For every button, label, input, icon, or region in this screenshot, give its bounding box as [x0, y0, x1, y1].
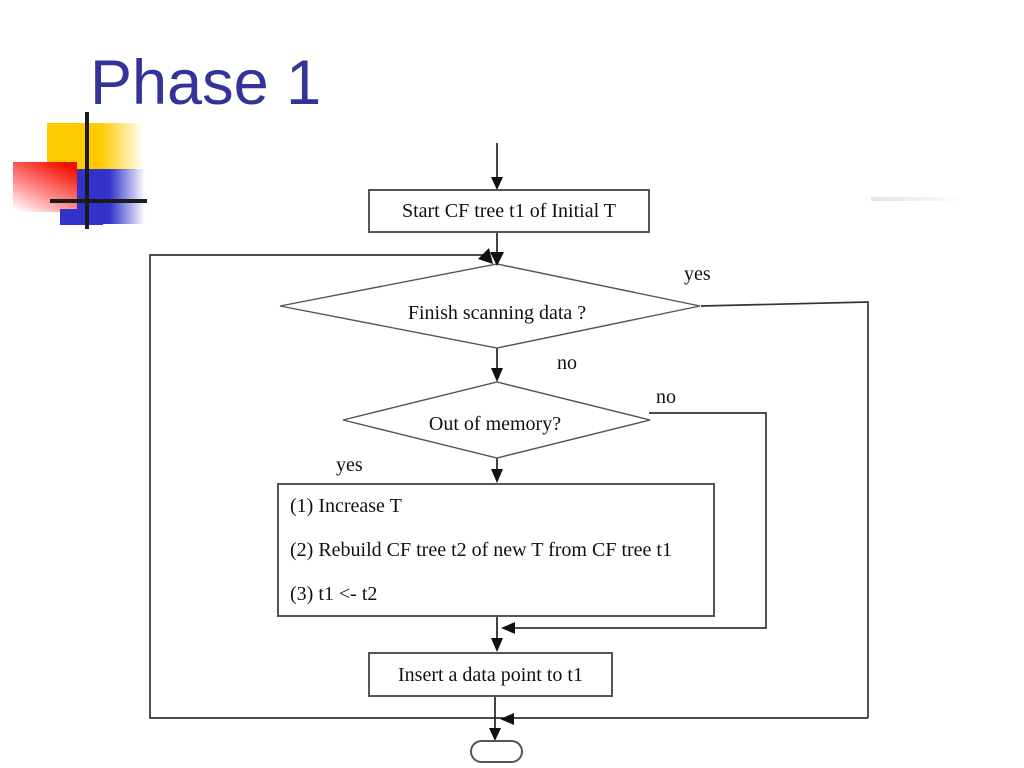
- page-title: Phase 1: [90, 48, 322, 118]
- arrowhead-into-memory-diamond: [491, 368, 503, 382]
- decor-cross-horizontal-line: [50, 199, 147, 203]
- rebuild-step-2: (2) Rebuild CF tree t2 of new T from CF …: [290, 539, 672, 561]
- rebuild-box: (1) Increase T (2) Rebuild CF tree t2 of…: [277, 483, 715, 617]
- arrowhead-into-start-box: [491, 177, 503, 190]
- arrowhead-loop-into-scan-diamond: [478, 248, 493, 264]
- decision-out-of-memory-diamond: [342, 381, 651, 459]
- arrowhead-no-branch-merge: [501, 622, 515, 634]
- decision-finish-scanning-label: Finish scanning data ?: [407, 302, 587, 324]
- terminal-shape: [470, 740, 523, 763]
- decor-faint-gray-line: [871, 197, 963, 201]
- arrowhead-into-terminal: [489, 728, 501, 741]
- decor-cross-vertical-line: [85, 112, 89, 229]
- decision-out-of-memory-label: Out of memory?: [428, 413, 562, 435]
- connector-lines: [494, 143, 498, 737]
- arrowhead-into-rebuild-box: [491, 469, 503, 483]
- rebuild-step-1: (1) Increase T: [290, 495, 402, 517]
- decor-small-blue-square: [60, 209, 103, 225]
- rebuild-step-3: (3) t1 <- t2: [290, 583, 378, 605]
- arrowhead-into-scan-diamond: [490, 252, 504, 266]
- decision-finish-scanning-diamond: [279, 263, 701, 349]
- start-box: Start CF tree t1 of Initial T: [368, 189, 650, 233]
- no-label-out-of-memory: no: [656, 386, 676, 408]
- arrowhead-into-insert-box: [491, 638, 503, 652]
- start-box-label: Start CF tree t1 of Initial T: [401, 200, 617, 222]
- arrowhead-bottom-merge: [500, 713, 514, 725]
- yes-label-finish-scanning: yes: [684, 263, 711, 285]
- decor-red-square: [13, 162, 77, 212]
- no-label-finish-scanning: no: [557, 352, 577, 374]
- no-branch-line: [505, 412, 767, 629]
- yes-label-out-of-memory: yes: [336, 454, 363, 476]
- insert-box: Insert a data point to t1: [368, 652, 613, 697]
- insert-box-label: Insert a data point to t1: [398, 663, 583, 686]
